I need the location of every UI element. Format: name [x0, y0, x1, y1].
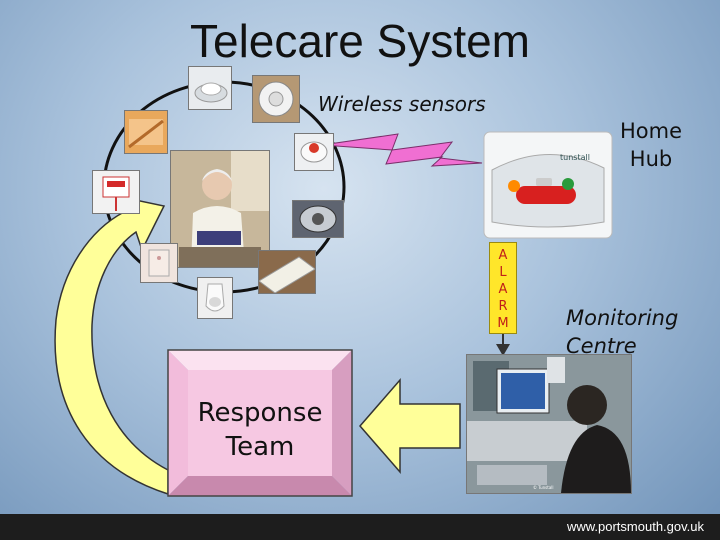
- photo-pull-cord: [92, 170, 140, 214]
- home-hub-label: Home Hub: [620, 117, 682, 173]
- feedback-arrow: [54, 194, 169, 496]
- photo-pir-sensor: [197, 277, 233, 319]
- photo-flood-detector: [292, 200, 344, 238]
- photo-bed-sensor: [258, 250, 316, 294]
- alarm-letter: A: [498, 282, 508, 297]
- monitoring-centre-label: Monitoring Centre: [566, 304, 678, 360]
- home-hub-label-line1: Home: [620, 119, 683, 143]
- response-label-line1: Response: [197, 398, 323, 428]
- footer-bar: www.portsmouth.gov.uk: [0, 514, 720, 540]
- monitoring-label-line1: Monitoring: [566, 306, 679, 330]
- alarm-banner: A L A R M: [489, 242, 517, 334]
- photo-door-sensor: [124, 110, 168, 154]
- photo-pendant: [294, 133, 334, 171]
- page-title: Telecare System: [189, 15, 530, 67]
- alarm-letter: A: [498, 248, 508, 263]
- photo-wall-sensor: [140, 243, 178, 283]
- home-hub-label-line2: Hub: [629, 147, 673, 171]
- response-team-label-box: Response Team: [168, 350, 352, 496]
- lightning-icon: [321, 133, 483, 167]
- photo-smoke-detector: [252, 75, 300, 123]
- alarm-letter: R: [498, 299, 508, 314]
- down-arrow-icon: [496, 344, 510, 356]
- response-team-label: Response Team: [168, 396, 352, 464]
- home-hub-device: tunstall: [483, 131, 613, 239]
- response-team-box: [167, 349, 353, 497]
- footer-url[interactable]: www.portsmouth.gov.uk: [566, 519, 704, 534]
- wireless-sensors-label: Wireless sensors: [318, 92, 486, 116]
- svg-text:tunstall: tunstall: [560, 153, 590, 162]
- alarm-letter: L: [499, 265, 507, 280]
- photo-elderly-woman: [170, 150, 270, 268]
- dispatch-arrow: [359, 377, 461, 475]
- photo-smoke-alarm: [188, 66, 232, 110]
- svg-text:© Tunstall: © Tunstall: [533, 485, 554, 490]
- alarm-letter: M: [497, 316, 509, 331]
- photo-monitoring-centre: © Tunstall: [466, 354, 632, 494]
- monitoring-label-line2: Centre: [566, 334, 637, 358]
- response-label-line2: Team: [225, 432, 295, 462]
